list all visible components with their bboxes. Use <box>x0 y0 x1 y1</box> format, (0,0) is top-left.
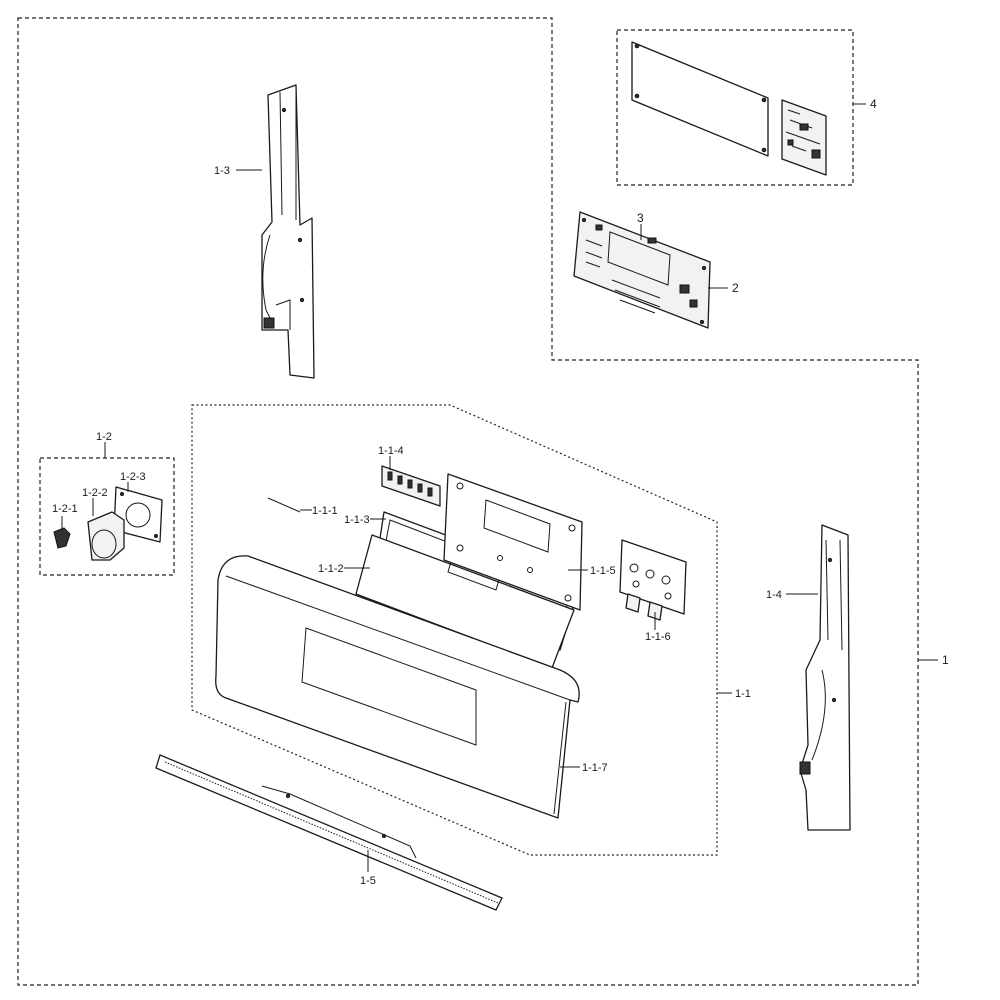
label-1-1-7: 1-1-7 <box>582 762 608 774</box>
part-1-3-side-bracket <box>261 84 315 379</box>
part-1-1-6-bracket <box>619 539 687 621</box>
label-1-4: 1-4 <box>766 589 782 601</box>
part-2-control-board <box>573 211 711 329</box>
part-1-1-7-control-panel <box>215 555 580 819</box>
part-1-1-4-connector <box>381 465 441 507</box>
assembly-1-1-boundary <box>191 404 718 856</box>
part-1-4-side-bracket <box>799 524 851 831</box>
label-1-2: 1-2 <box>96 431 112 443</box>
label-1-1-5: 1-1-5 <box>590 565 616 577</box>
label-1-2-2: 1-2-2 <box>82 487 108 499</box>
label-1-1-6: 1-1-6 <box>645 631 671 643</box>
label-4: 4 <box>870 97 877 111</box>
label-1-3: 1-3 <box>214 165 230 177</box>
part-1-5-trim-strip <box>155 754 503 911</box>
assembly-1-boundary <box>17 17 919 986</box>
part-1-2-encoder-assembly <box>53 486 163 561</box>
label-1-5: 1-5 <box>360 875 376 887</box>
part-4-cover-and-board <box>631 41 827 176</box>
part-1-1-1-screw <box>267 497 301 513</box>
label-3: 3 <box>637 211 644 225</box>
label-2: 2 <box>732 281 739 295</box>
part-1-1-5-support-plate <box>443 473 583 611</box>
label-1-1-1: 1-1-1 <box>312 505 338 517</box>
label-1-1: 1-1 <box>735 688 751 700</box>
label-1-2-3: 1-2-3 <box>120 471 146 483</box>
assembly-1-2-boundary <box>39 457 175 576</box>
label-1-1-4: 1-1-4 <box>378 445 404 457</box>
label-1: 1 <box>942 653 949 667</box>
label-1-1-3: 1-1-3 <box>344 514 370 526</box>
label-1-1-2: 1-1-2 <box>318 563 344 575</box>
label-1-2-1: 1-2-1 <box>52 503 78 515</box>
